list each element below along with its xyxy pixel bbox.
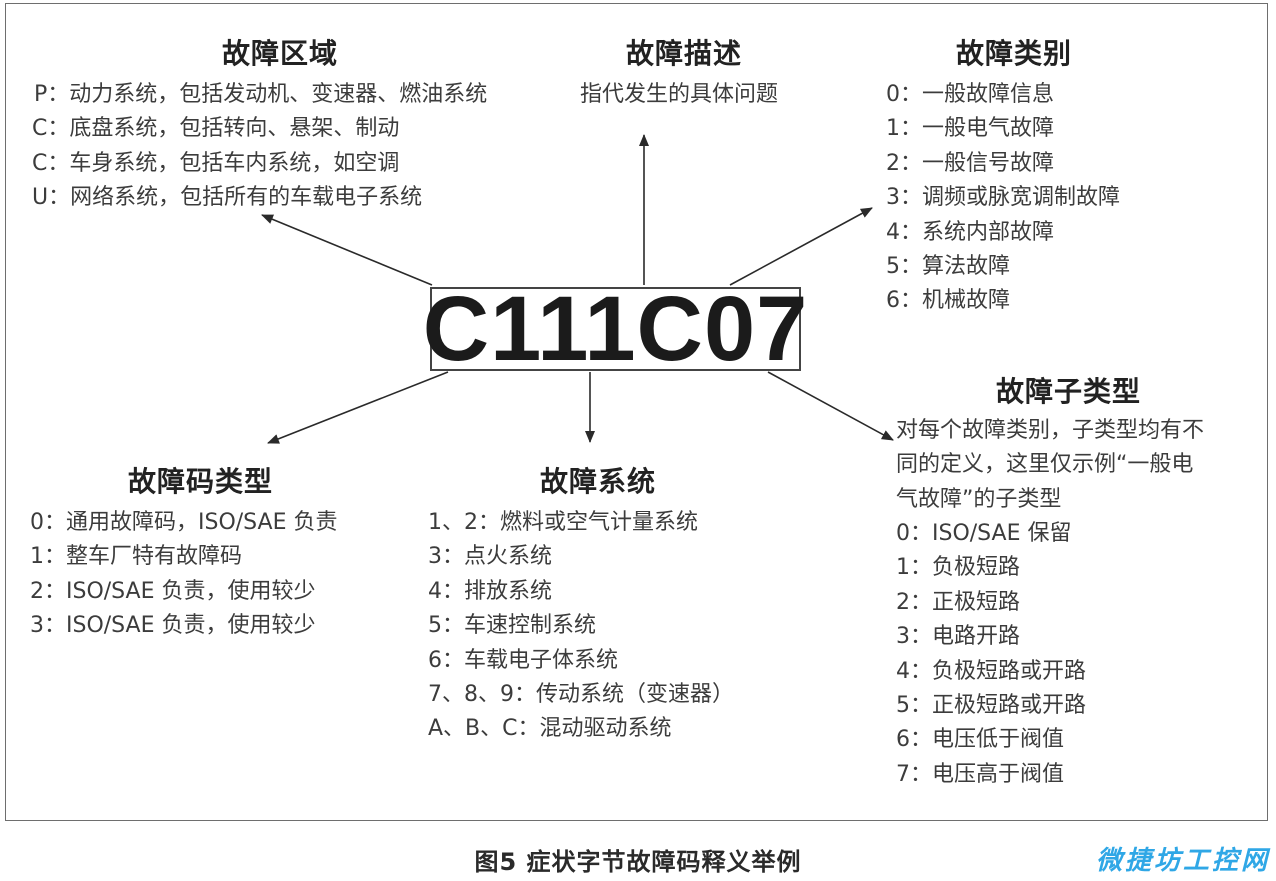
list-item: 2：正极短路 xyxy=(896,589,1020,615)
list-item: 2：一般信号故障 xyxy=(886,150,1054,176)
fault-subtype-intro: 对每个故障类别，子类型均有不 同的定义，这里仅示例“一般电 气故障”的子类型 xyxy=(896,414,1266,517)
list-item: 3：电路开路 xyxy=(896,624,1020,650)
list-item: A、B、C：混动驱动系统 xyxy=(428,716,672,742)
list-item: C：底盘系统，包括转向、悬架、制动 xyxy=(32,116,400,142)
list-item: 5：车速控制系统 xyxy=(428,613,596,639)
list-item: 3：点火系统 xyxy=(428,544,552,570)
arrow-to-fault-category xyxy=(729,207,873,286)
list-item: U：网络系统，包括所有的车载电子系统 xyxy=(32,185,423,211)
list-item: 2：ISO/SAE 负责，使用较少 xyxy=(30,578,316,604)
list-item: 6：机械故障 xyxy=(886,288,1010,314)
list-item: 1、2：燃料或空气计量系统 xyxy=(428,510,698,535)
list-item: 4：系统内部故障 xyxy=(886,219,1054,245)
list-item: 0：一般故障信息 xyxy=(886,82,1054,107)
arrow-to-fault-area xyxy=(261,214,433,286)
description-line: 指代发生的具体问题 xyxy=(580,82,779,107)
list-item: 1：负极短路 xyxy=(896,555,1020,581)
list-item: 6：电压低于阀值 xyxy=(896,727,1064,753)
list-item: 0：ISO/SAE 保留 xyxy=(896,521,1072,546)
list-item: 4：负极短路或开路 xyxy=(896,658,1086,684)
list-item: 3：ISO/SAE 负责，使用较少 xyxy=(30,613,316,639)
fault-category-title: 故障类别 xyxy=(956,37,1073,70)
fault-subtype-title: 故障子类型 xyxy=(996,375,1142,408)
list-item: 5：正极短路或开路 xyxy=(896,692,1086,718)
fault-system-list: 1、2：燃料或空气计量系统 3：点火系统 4：排放系统 5：车速控制系统 6：车… xyxy=(428,506,734,747)
fault-code-box: C111C07 xyxy=(423,283,808,375)
intro-line: 对每个故障类别，子类型均有不 xyxy=(896,418,1205,443)
list-item: 4：排放系统 xyxy=(428,578,552,604)
figure-caption: 图5 症状字节故障码释义举例 xyxy=(474,848,802,876)
list-item: 0：通用故障码，ISO/SAE 负责 xyxy=(30,510,338,535)
intro-line: 气故障”的子类型 xyxy=(896,486,1062,512)
list-item: 7：电压高于阀值 xyxy=(896,761,1064,787)
fault-area-title: 故障区域 xyxy=(222,37,339,70)
fault-code-type-title: 故障码类型 xyxy=(128,465,274,498)
fault-area-list: P：动力系统，包括发动机、变速器、燃油系统 C：底盘系统，包括转向、悬架、制动 … xyxy=(32,78,487,216)
fault-subtype-list: 0：ISO/SAE 保留 1：负极短路 2：正极短路 3：电路开路 4：负极短路… xyxy=(896,517,1086,792)
diagram-frame xyxy=(5,3,1268,821)
fault-description-title: 故障描述 xyxy=(626,37,743,70)
list-item: 5：算法故障 xyxy=(886,253,1010,279)
fault-category-list: 0：一般故障信息 1：一般电气故障 2：一般信号故障 3：调频或脉宽调制故障 4… xyxy=(886,78,1120,319)
fault-code: C111C07 xyxy=(422,278,809,380)
list-item: 7、8、9：传动系统（变速器） xyxy=(428,681,734,707)
list-item: 1：一般电气故障 xyxy=(886,116,1054,142)
fault-system-title: 故障系统 xyxy=(540,465,657,498)
fault-code-type-list: 0：通用故障码，ISO/SAE 负责 1：整车厂特有故障码 2：ISO/SAE … xyxy=(30,506,338,644)
list-item: C：车身系统，包括车内系统，如空调 xyxy=(32,150,400,176)
arrow-to-fault-code-type xyxy=(267,371,449,444)
watermark: 微捷坊工控网 xyxy=(1095,846,1270,876)
intro-line: 同的定义，这里仅示例“一般电 xyxy=(896,452,1194,478)
arrow-to-fault-subtype xyxy=(767,371,894,441)
list-item: 6：车载电子体系统 xyxy=(428,647,618,673)
list-item: 1：整车厂特有故障码 xyxy=(30,544,242,570)
fault-description-text: 指代发生的具体问题 xyxy=(580,78,778,112)
list-item: 3：调频或脉宽调制故障 xyxy=(886,185,1120,211)
list-item: P：动力系统，包括发动机、变速器、燃油系统 xyxy=(34,82,488,107)
